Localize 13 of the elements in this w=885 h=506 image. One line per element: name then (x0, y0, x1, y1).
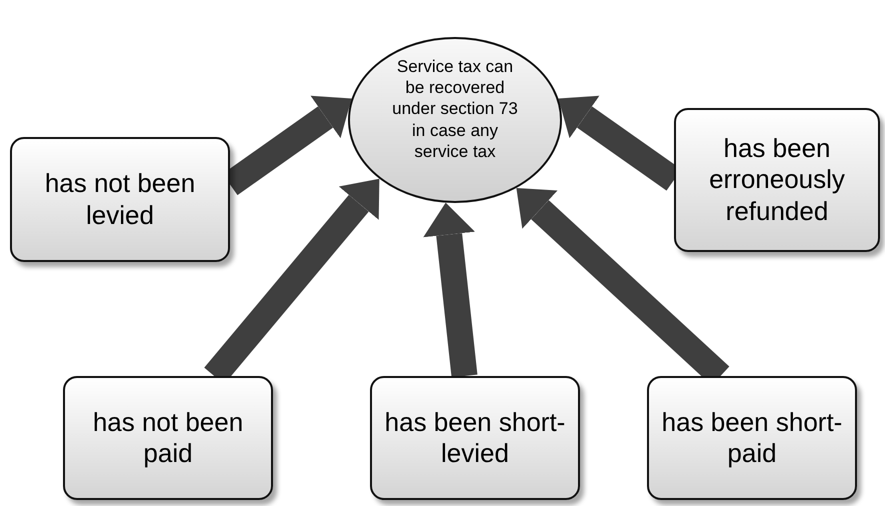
process-box (10, 137, 230, 262)
process-box (674, 108, 880, 252)
node-text: has been short-paid (660, 406, 844, 470)
node-text: Service tax can be recovered under section 73 in case any service tax (391, 56, 519, 162)
node-text: has been erroneously refunded (708, 133, 846, 227)
node-text: has been short-levied (384, 406, 566, 470)
process-box (370, 376, 580, 500)
block-arrow (423, 202, 478, 378)
ellipse-node (348, 37, 562, 203)
node-text: has not been levied (44, 168, 196, 231)
node-text: has not been paid (92, 406, 244, 470)
process-box (647, 376, 857, 500)
process-box (63, 376, 273, 500)
